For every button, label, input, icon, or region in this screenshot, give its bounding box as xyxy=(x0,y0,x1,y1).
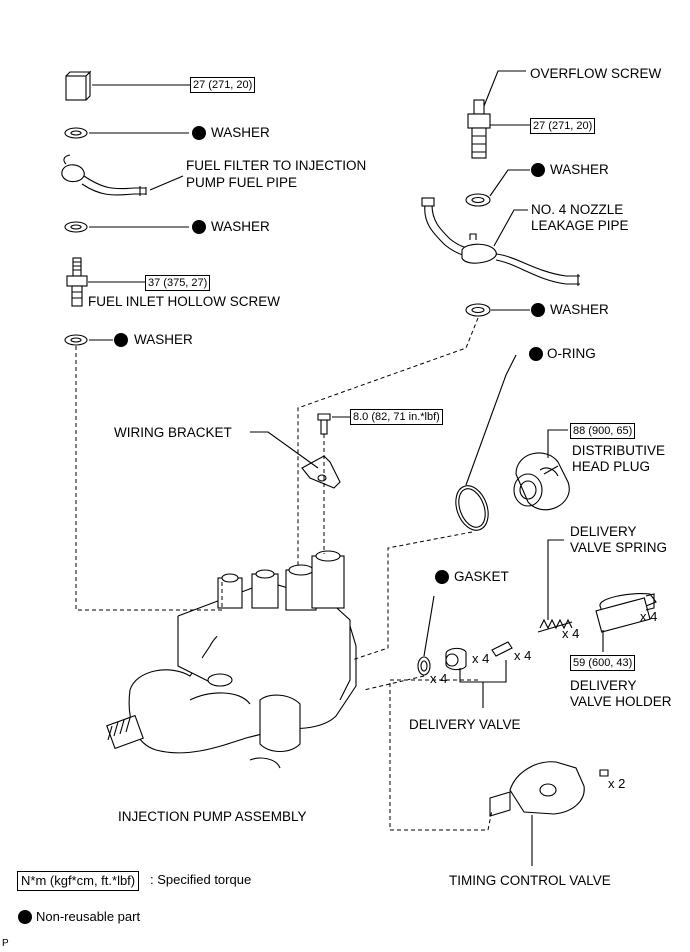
washer-label-right-1: WASHER xyxy=(550,162,609,177)
washer-label-1: WASHER xyxy=(211,125,270,140)
delivery-valve-label: DELIVERY VALVE xyxy=(409,717,521,732)
washer-label-3: WASHER xyxy=(134,332,193,347)
non-reusable-dot xyxy=(192,126,206,140)
legend-torque-text: : Specified torque xyxy=(150,872,252,887)
washer-label-2: WASHER xyxy=(211,219,270,234)
injection-pump-body-part xyxy=(106,550,357,769)
washer-3-part xyxy=(64,334,88,346)
overflow-screw-torque-box: 27 (271, 20) xyxy=(530,118,596,134)
non-reusable-dot xyxy=(531,303,545,317)
fuel-inlet-hollow-screw-part xyxy=(66,257,88,307)
washer-label-right-2: WASHER xyxy=(550,302,609,317)
o-ring-label: O-RING xyxy=(547,346,596,361)
gasket-part xyxy=(417,656,431,676)
delivery-valve-pin-quantity: x 4 xyxy=(514,648,532,663)
holder-quantity: x 4 xyxy=(640,609,658,624)
non-reusable-dot xyxy=(192,220,206,234)
delivery-valve-spring-label-2: VALVE SPRING xyxy=(570,540,668,555)
gasket-quantity: x 4 xyxy=(430,671,448,686)
legend-torque-unit: N*m (kgf*cm, ft.*lbf) xyxy=(17,871,140,891)
washer-1-part xyxy=(64,127,88,139)
wiring-bracket-bolt-torque-box: 8.0 (82, 71 in.*lbf) xyxy=(350,409,443,425)
delivery-valve-part xyxy=(445,641,513,671)
fuel-inlet-hollow-screw-label: FUEL INLET HOLLOW SCREW xyxy=(88,294,281,309)
fuel-filter-pipe-label-1: FUEL FILTER TO INJECTION xyxy=(186,158,367,173)
delivery-valve-holder-label-2: VALVE HOLDER xyxy=(570,694,672,709)
overflow-screw-label: OVERFLOW SCREW xyxy=(530,66,662,81)
washer-right-1-part xyxy=(465,193,491,207)
washer-right-2-part xyxy=(465,303,491,317)
delivery-valve-holder-torque-box: 59 (600, 43) xyxy=(570,655,636,671)
corner-mark: P xyxy=(2,938,9,949)
spring-quantity: x 4 xyxy=(562,626,580,641)
overflow-screw-part xyxy=(467,99,491,159)
distributive-head-plug-torque-box: 88 (900, 65) xyxy=(570,423,636,439)
bolt-part xyxy=(317,413,331,435)
no4-nozzle-leakage-pipe-part xyxy=(421,197,580,286)
timing-control-valve-label: TIMING CONTROL VALVE xyxy=(449,873,611,888)
fuel-filter-pipe-label-2: PUMP FUEL PIPE xyxy=(186,175,298,190)
timing-control-valve-part xyxy=(489,761,609,817)
wiring-bracket-label: WIRING BRACKET xyxy=(114,425,232,440)
distributive-head-plug-part xyxy=(513,452,570,511)
no4-nozzle-label-1: NO. 4 NOZZLE xyxy=(531,202,624,217)
legend-non-reusable-dot xyxy=(18,910,32,924)
timing-bolt-quantity: x 2 xyxy=(608,776,626,791)
non-reusable-dot xyxy=(114,333,128,347)
delivery-valve-body-quantity: x 4 xyxy=(472,651,490,666)
delivery-valve-holder-part xyxy=(595,593,657,633)
non-reusable-dot xyxy=(529,347,543,361)
fuel-filter-pipe-part xyxy=(61,154,147,196)
union-bolt-part xyxy=(65,70,92,101)
washer-2-part xyxy=(64,221,88,233)
injection-pump-assembly-label: INJECTION PUMP ASSEMBLY xyxy=(118,809,307,824)
delivery-valve-spring-label-1: DELIVERY xyxy=(570,524,637,539)
non-reusable-dot xyxy=(531,163,545,177)
legend-non-reusable-text: Non-reusable part xyxy=(36,909,141,924)
delivery-valve-spring-part xyxy=(537,618,573,633)
gasket-label: GASKET xyxy=(454,569,509,584)
fuel-inlet-torque-box: 37 (375, 27) xyxy=(145,275,211,291)
union-bolt-torque-box: 27 (271, 20) xyxy=(190,77,256,93)
non-reusable-dot xyxy=(435,570,449,584)
distributive-head-plug-label-2: HEAD PLUG xyxy=(572,459,651,474)
delivery-valve-holder-label-1: DELIVERY xyxy=(570,678,637,693)
no4-nozzle-label-2: LEAKAGE PIPE xyxy=(531,218,629,233)
distributive-head-plug-label-1: DISTRIBUTIVE xyxy=(572,443,666,458)
o-ring-part xyxy=(455,485,489,531)
